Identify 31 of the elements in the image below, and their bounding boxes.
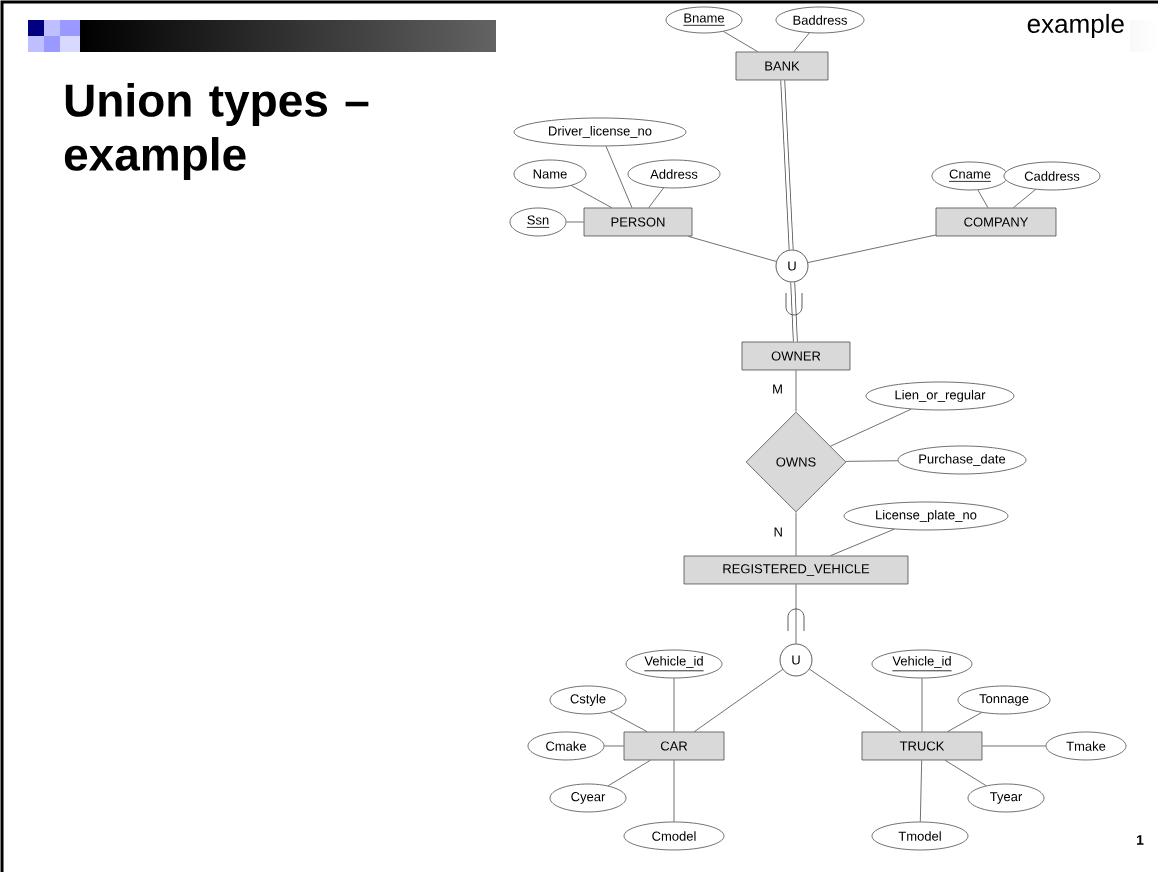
connector-line — [723, 31, 758, 52]
connector-line — [947, 712, 982, 732]
connector-line — [609, 711, 648, 732]
connector-line — [795, 370, 797, 412]
connector-line — [673, 678, 675, 732]
connector-line — [921, 678, 923, 732]
connector-line — [780, 80, 794, 250]
slide-title: Union types – example — [64, 83, 369, 180]
connector-line — [944, 760, 987, 787]
connector-line — [648, 187, 664, 208]
connector-line — [795, 512, 797, 556]
connector-line — [845, 460, 899, 462]
header-label: example — [1027, 13, 1124, 39]
connector-line — [982, 745, 1046, 747]
connector-line — [785, 282, 803, 342]
connector-line — [570, 185, 612, 208]
connector-line — [793, 32, 810, 52]
connector-line — [604, 745, 624, 747]
connector-line — [1013, 189, 1036, 208]
connector-line — [607, 760, 651, 787]
connector-line — [787, 584, 805, 644]
connector-line — [688, 236, 777, 262]
connector-line — [694, 669, 783, 732]
connector-line — [673, 760, 675, 822]
connector-line — [977, 189, 989, 208]
connector-line — [809, 668, 902, 732]
connector-line — [605, 145, 633, 208]
connector-line — [807, 234, 936, 263]
connector-line — [830, 408, 912, 447]
connector-line — [566, 221, 584, 223]
connector-line — [919, 760, 923, 822]
